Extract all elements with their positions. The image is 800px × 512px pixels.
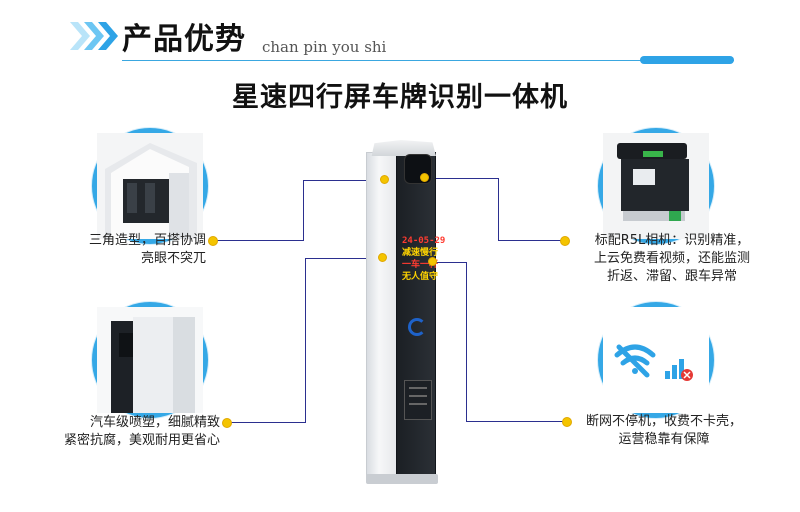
- camera-module-icon: [603, 133, 709, 239]
- device-marker-dot: [428, 257, 437, 266]
- marker-dot: [208, 236, 218, 246]
- device-body-left: [366, 152, 398, 482]
- connector-line: [424, 178, 499, 179]
- device-marker-dot: [380, 175, 389, 184]
- marker-dot: [560, 236, 570, 246]
- led-line-1: 24-05-29: [402, 236, 446, 246]
- connector-line: [303, 180, 383, 181]
- feature-image-casing: [92, 302, 208, 418]
- connector-line: [214, 240, 304, 241]
- product-title: 星速四行屏车牌识别一体机: [232, 82, 568, 113]
- device-logo-icon: [408, 318, 426, 336]
- feature-image-camera: [598, 128, 714, 244]
- triangle-top-icon: [97, 133, 203, 239]
- device-panel: [404, 380, 432, 420]
- section-subtitle: chan pin you shi: [262, 38, 387, 56]
- connector-line: [498, 178, 499, 241]
- connector-line: [228, 422, 306, 423]
- chevron-icon-2: [84, 22, 104, 50]
- led-line-2: 减速慢行: [402, 248, 439, 258]
- feature-image-triangle: [92, 128, 208, 244]
- connector-line: [305, 258, 306, 423]
- connector-line: [305, 258, 383, 259]
- led-line-3: 一车一杆: [402, 260, 439, 270]
- feature-caption-2: 汽车级喷塑，细腻精致 紧密抗腐，美观耐用更省心: [63, 415, 220, 448]
- section-title: 产品优势: [122, 22, 246, 57]
- casing-edge-icon: [97, 307, 203, 413]
- feature-caption-3: 标配R5L相机：识别精准， 上云免费看视频，还能监测 折返、滞留、跟车异常: [593, 233, 750, 284]
- connector-line: [432, 262, 467, 263]
- device-marker-dot: [420, 173, 429, 182]
- license-plate-recognition-device: 24-05-29 减速慢行 一车一杆 无人值守: [366, 140, 446, 484]
- feature-image-offline: [598, 302, 714, 418]
- device-base: [366, 474, 438, 484]
- connector-line: [466, 262, 467, 422]
- led-line-4: 无人值守: [402, 272, 439, 282]
- feature-caption-1: 三角造型，百搭协调 亮眼不突兀: [88, 233, 206, 266]
- chevron-icon-3: [98, 22, 118, 50]
- marker-dot: [222, 418, 232, 428]
- connector-line: [498, 240, 564, 241]
- connector-line: [303, 180, 304, 241]
- chevron-icon-1: [70, 22, 90, 50]
- feature-caption-4: 断网不停机，收费不卡壳， 运营稳靠有保障: [585, 414, 742, 447]
- device-marker-dot: [378, 253, 387, 262]
- header-divider: [122, 60, 734, 61]
- marker-dot: [562, 417, 572, 427]
- device-top-cap: [371, 140, 436, 156]
- device-body-right: [396, 152, 436, 482]
- offline-signal-icon: [603, 307, 709, 413]
- header-accent-bar: [640, 56, 734, 64]
- connector-line: [466, 421, 566, 422]
